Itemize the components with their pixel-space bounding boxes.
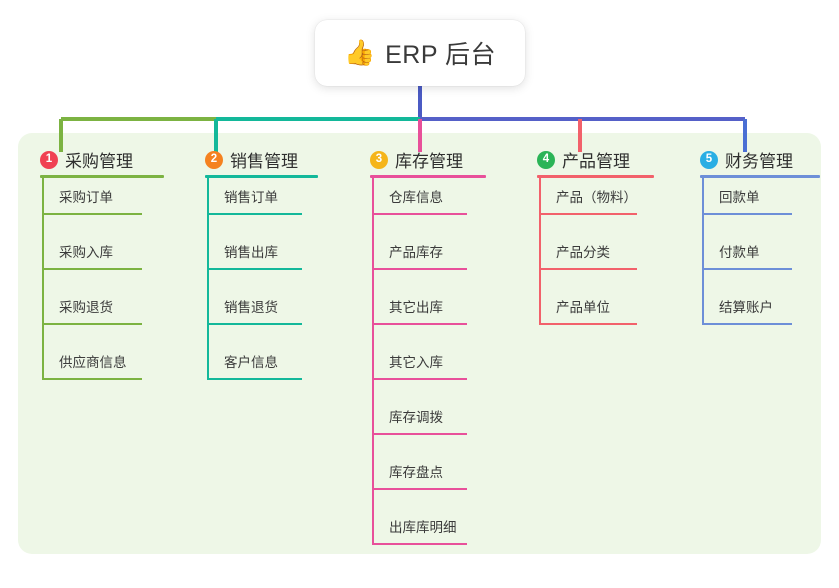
- branch-item-underline: [372, 268, 467, 270]
- branch-item[interactable]: 其它入库: [372, 336, 467, 380]
- branch-item[interactable]: 供应商信息: [42, 336, 142, 380]
- branch-item-underline: [539, 213, 637, 215]
- branch-item-label: 仓库信息: [389, 190, 443, 205]
- branch-underline-1: [40, 175, 164, 178]
- branch-item-label: 结算账户: [719, 300, 773, 315]
- root-title: ERP 后台: [385, 41, 497, 69]
- branch-spine-3: [372, 175, 374, 545]
- branch-item-label: 回款单: [719, 190, 760, 205]
- branch-item-underline: [702, 213, 792, 215]
- branch-item[interactable]: 仓库信息: [372, 171, 467, 215]
- branch-header-4[interactable]: 4 产品管理: [537, 147, 630, 172]
- branch-item-underline: [42, 268, 142, 270]
- branch-item-underline: [702, 323, 792, 325]
- branch-badge-2: 2: [205, 150, 223, 169]
- branch-item-label: 销售出库: [224, 245, 278, 260]
- branch-item-underline: [702, 268, 792, 270]
- branch-item-label: 其它入库: [389, 355, 443, 370]
- branch-title-2: 销售管理: [230, 152, 298, 171]
- branch-item-label: 产品单位: [556, 300, 610, 315]
- branch-item-label: 采购入库: [59, 245, 113, 260]
- branch-item-underline: [372, 323, 467, 325]
- branch-badge-3: 3: [370, 150, 388, 169]
- branch-item-underline: [207, 378, 302, 380]
- branch-item-label: 产品库存: [389, 245, 443, 260]
- branch-title-3: 库存管理: [395, 152, 463, 171]
- branch-item[interactable]: 其它出库: [372, 281, 467, 325]
- branch-item-label: 出库库明细: [389, 520, 457, 535]
- branch-item-label: 库存调拨: [389, 410, 443, 425]
- branch-item-underline: [372, 378, 467, 380]
- branch-header-5[interactable]: 5 财务管理: [700, 147, 793, 172]
- branch-item[interactable]: 产品单位: [539, 281, 637, 325]
- branch-title-4: 产品管理: [562, 152, 630, 171]
- branch-header-2[interactable]: 2 销售管理: [205, 147, 298, 172]
- branch-item-underline: [372, 488, 467, 490]
- branch-item[interactable]: 销售订单: [207, 171, 302, 215]
- branch-spine-2: [207, 175, 209, 380]
- branch-item[interactable]: 采购入库: [42, 226, 142, 270]
- branch-item-underline: [42, 323, 142, 325]
- branch-columns: 1 采购管理采购订单采购入库采购退货供应商信息 2 销售管理销售订单销售出库销售退货客…: [18, 133, 821, 554]
- branch-header-1[interactable]: 1 采购管理: [40, 147, 133, 172]
- branch-item-label: 客户信息: [224, 355, 278, 370]
- branch-underline-2: [205, 175, 318, 178]
- branch-underline-3: [370, 175, 486, 178]
- branch-item-underline: [207, 268, 302, 270]
- branch-item-underline: [372, 213, 467, 215]
- root-node[interactable]: 👍 ERP 后台: [315, 20, 525, 86]
- branch-item-label: 供应商信息: [59, 355, 127, 370]
- branch-item[interactable]: 回款单: [702, 171, 792, 215]
- branch-title-1: 采购管理: [65, 152, 133, 171]
- branch-item[interactable]: 产品库存: [372, 226, 467, 270]
- branch-item[interactable]: 库存盘点: [372, 446, 467, 490]
- branch-spine-4: [539, 175, 541, 325]
- branch-item-underline: [207, 323, 302, 325]
- branch-item-underline: [539, 268, 637, 270]
- branch-item-label: 销售订单: [224, 190, 278, 205]
- branch-item-underline: [539, 323, 637, 325]
- branch-title-5: 财务管理: [725, 152, 793, 171]
- branch-item[interactable]: 结算账户: [702, 281, 792, 325]
- branch-underline-4: [537, 175, 654, 178]
- branch-item[interactable]: 库存调拨: [372, 391, 467, 435]
- branch-item-underline: [372, 543, 467, 545]
- branch-item[interactable]: 销售退货: [207, 281, 302, 325]
- branch-item-label: 产品分类: [556, 245, 610, 260]
- branch-item-label: 采购退货: [59, 300, 113, 315]
- branch-item-label: 产品（物料）: [556, 190, 637, 205]
- branch-badge-4: 4: [537, 150, 555, 169]
- branch-item[interactable]: 采购退货: [42, 281, 142, 325]
- branch-item[interactable]: 产品分类: [539, 226, 637, 270]
- branch-spine-1: [42, 175, 44, 380]
- branch-item[interactable]: 销售出库: [207, 226, 302, 270]
- branch-badge-1: 1: [40, 150, 58, 169]
- branch-item[interactable]: 出库库明细: [372, 501, 467, 545]
- thumbs-up-icon: 👍: [343, 38, 376, 67]
- branch-header-3[interactable]: 3 库存管理: [370, 147, 463, 172]
- branch-item[interactable]: 付款单: [702, 226, 792, 270]
- branches-panel: [18, 133, 821, 554]
- branch-item[interactable]: 产品（物料）: [539, 171, 637, 215]
- branch-item-label: 其它出库: [389, 300, 443, 315]
- branch-item-underline: [42, 213, 142, 215]
- branch-item-label: 库存盘点: [389, 465, 443, 480]
- branch-item-underline: [372, 433, 467, 435]
- branch-item-label: 采购订单: [59, 190, 113, 205]
- branch-item-underline: [207, 213, 302, 215]
- branch-spine-5: [702, 175, 704, 325]
- branch-item[interactable]: 采购订单: [42, 171, 142, 215]
- branch-item[interactable]: 客户信息: [207, 336, 302, 380]
- branch-underline-5: [700, 175, 820, 178]
- branch-badge-5: 5: [700, 150, 718, 169]
- branch-item-underline: [42, 378, 142, 380]
- branch-item-label: 付款单: [719, 245, 760, 260]
- branch-item-label: 销售退货: [224, 300, 278, 315]
